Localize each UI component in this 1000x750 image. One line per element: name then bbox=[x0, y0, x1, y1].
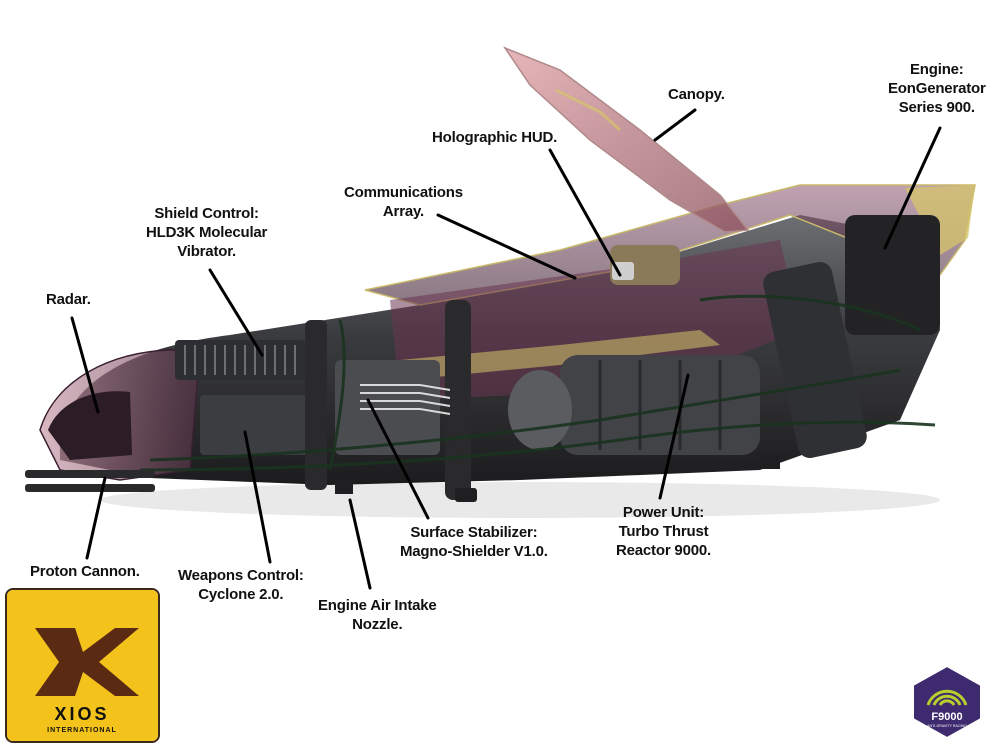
f9000-arc-icon bbox=[926, 689, 968, 706]
leader-shield bbox=[208, 268, 264, 357]
leader-canopy bbox=[653, 108, 697, 142]
label-comms: Communications Array. bbox=[344, 184, 463, 220]
xios-wordmark: XIOS bbox=[54, 704, 109, 724]
cowling-accent bbox=[905, 185, 975, 255]
leader-hud bbox=[548, 148, 622, 277]
hud-projector bbox=[612, 262, 634, 280]
canopy-frame bbox=[555, 88, 622, 132]
stabilizer-conductors bbox=[360, 384, 451, 415]
xios-logo-art: XIOS INTERNATIONAL bbox=[7, 590, 158, 741]
xios-logo: XIOS INTERNATIONAL bbox=[5, 588, 160, 743]
leader-surface bbox=[366, 398, 430, 520]
leader-proton bbox=[85, 476, 107, 560]
label-intake: Engine Air Intake Nozzle. bbox=[318, 597, 437, 633]
leader-lines bbox=[70, 108, 942, 590]
reactor-ribs bbox=[598, 360, 722, 450]
reactor-core bbox=[560, 355, 760, 455]
proton-cannon bbox=[25, 470, 155, 492]
label-surface: Surface Stabilizer: Magno-Shielder V1.0. bbox=[400, 524, 548, 560]
label-shield: Shield Control: HLD3K Molecular Vibrator… bbox=[146, 205, 268, 260]
engine-housing bbox=[845, 215, 940, 335]
xios-x-mark bbox=[35, 628, 139, 696]
foot-front bbox=[335, 480, 353, 494]
bulkhead-mid bbox=[445, 300, 471, 500]
f9000-logo-art: F9000 ANTI-GRAVITY RACING bbox=[912, 664, 982, 740]
leader-comms bbox=[436, 213, 577, 280]
intake-turbine bbox=[508, 370, 572, 450]
cabling bbox=[139, 294, 936, 472]
side-panel-accent bbox=[400, 330, 720, 380]
label-weapons: Weapons Control: Cyclone 2.0. bbox=[178, 567, 304, 603]
leader-engine bbox=[883, 126, 942, 250]
f9000-wordmark: F9000 bbox=[931, 711, 962, 723]
foot-mid bbox=[455, 488, 477, 502]
bulkhead-rear bbox=[763, 262, 867, 458]
leader-weapons bbox=[243, 430, 272, 564]
label-power: Power Unit: Turbo Thrust Reactor 9000. bbox=[616, 504, 711, 559]
bulkhead-front bbox=[305, 320, 327, 490]
xios-subtitle: INTERNATIONAL bbox=[47, 727, 117, 734]
weapons-control-block bbox=[200, 395, 320, 455]
label-hud: Holographic HUD. bbox=[432, 129, 558, 146]
label-canopy: Canopy. bbox=[668, 86, 725, 103]
leader-intake bbox=[348, 498, 372, 590]
f9000-subtitle: ANTI-GRAVITY RACING bbox=[927, 724, 967, 728]
label-radar: Radar. bbox=[46, 291, 91, 308]
surface-stabilizer bbox=[335, 360, 440, 455]
leader-power bbox=[658, 373, 690, 500]
f9000-logo: F9000 ANTI-GRAVITY RACING bbox=[908, 663, 986, 741]
label-proton: Proton Cannon. bbox=[30, 563, 140, 580]
label-engine: Engine: EonGenerator Series 900. bbox=[888, 61, 986, 116]
vibrator-fins bbox=[184, 345, 296, 375]
ground-shadow bbox=[100, 482, 940, 518]
radar-dome bbox=[48, 391, 132, 460]
shield-vibrator-block bbox=[175, 340, 305, 380]
leader-radar bbox=[70, 316, 100, 414]
foot-rear bbox=[760, 455, 780, 469]
